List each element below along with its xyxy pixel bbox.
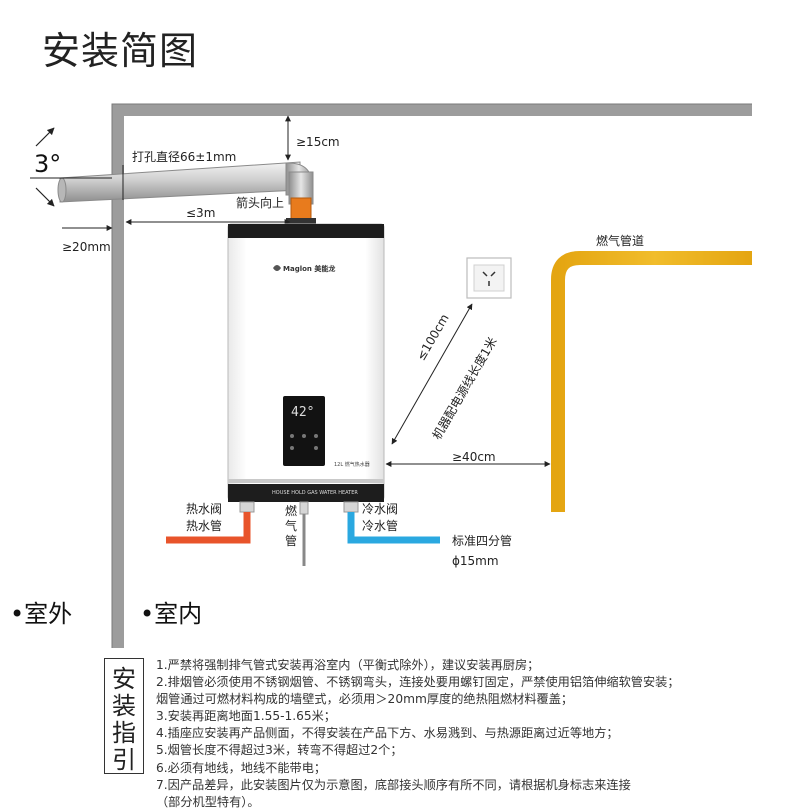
instruction-line: 7.因产品差异，此安装图片仅为示意图，底部接头顺序有所不同，请根据机身标志来连接 — [156, 777, 631, 792]
heater-bottom-text: HOUSE HOLD GAS WATER HEATER — [272, 490, 358, 496]
panel-button — [302, 434, 306, 438]
hole-diameter-label: 打孔直径66±1mm — [132, 150, 237, 164]
instruction-line: 1.严禁将强制排气管式安装再浴室内（平衡式除外），建议安装再厨房； — [156, 658, 540, 672]
gas-distance-label: ≥40cm — [452, 450, 496, 464]
instruction-line: （部分机型特有）。 — [156, 794, 260, 809]
instruction-line: 6.必须有地线，地线不能带电； — [156, 760, 327, 775]
instructions-heading-char: 指 — [112, 719, 136, 747]
cold-water-connector — [343, 501, 359, 513]
panel-button — [290, 434, 294, 438]
hot-water-connector — [239, 501, 255, 513]
wall — [112, 104, 752, 648]
cable-distance-dimension — [391, 303, 473, 445]
clearance-label: ≥15cm — [296, 135, 340, 149]
pipe-diameter-label: ϕ15mm — [452, 554, 499, 568]
heater-brand: Maglon 美能龙 — [283, 265, 336, 273]
heater-capacity: 12L 燃气热水器 — [334, 462, 370, 468]
cold-valve-label: 冷水阀 — [362, 502, 399, 516]
heater-display: 42° — [291, 405, 315, 420]
cold-pipe-label: 冷水管 — [362, 519, 399, 533]
brand-logo-icon — [273, 265, 281, 271]
instructions-list: 1.严禁将强制排气管式安装再浴室内（平衡式除外），建议安装再厨房； 2.排烟管必… — [156, 657, 786, 811]
gas-pipe-label: 燃气管道 — [596, 234, 645, 248]
instruction-line: 2.排烟管必须使用不锈钢烟管、不锈钢弯头，连接处要用螺钉固定，严禁使用铝箔伸缩软… — [156, 675, 680, 690]
gas-supply-pipe — [551, 251, 752, 512]
indoor-label: •室内 — [140, 600, 203, 628]
panel-button — [314, 434, 318, 438]
gas-connector — [299, 501, 309, 515]
standard-pipe-label: 标准四分管 — [452, 534, 513, 548]
heater-top-band — [228, 224, 384, 238]
gas-pipe-vertical-label: 燃气管 — [285, 504, 298, 548]
angle-label: 3° — [34, 150, 62, 178]
hot-water-pipe — [166, 512, 251, 544]
angle-marker-bottom — [35, 187, 55, 207]
panel-button — [290, 446, 294, 450]
hot-valve-label: 热水阀 — [186, 502, 223, 516]
instructions-heading-char: 装 — [112, 692, 136, 720]
instructions-heading-char: 引 — [112, 746, 136, 774]
instructions-heading-char: 安 — [112, 665, 136, 693]
heater-bottom-band — [228, 484, 384, 502]
cold-water-pipe — [347, 512, 440, 544]
wall-gap-label: ≥20mm — [62, 240, 111, 254]
pipe-length-label: ≤3m — [186, 206, 216, 220]
instruction-line: 3.安装再距离地面1.55-1.65米； — [156, 709, 336, 724]
instruction-line: 5.烟管长度不得超过3米，转弯不得超过2个； — [156, 743, 403, 758]
instruction-line: 4.插座应安装再产品侧面，不得安装在产品下方、水易溅到、与热源距离过近等地方； — [156, 726, 619, 741]
page-title: 安装简图 — [42, 29, 199, 73]
arrow-up-label: 箭头向上 — [236, 196, 285, 210]
panel-button — [314, 446, 318, 450]
instructions-heading-box: 安 装 指 引 — [104, 658, 144, 774]
hot-pipe-label: 热水管 — [186, 519, 223, 533]
angle-marker-top — [35, 127, 55, 147]
instruction-line: 烟管通过可燃材料构成的墙壁式，必须用＞20mm厚度的绝热阻燃材料覆盖； — [156, 692, 574, 707]
outdoor-label: •室外 — [10, 600, 73, 628]
flue-collar — [290, 197, 312, 221]
